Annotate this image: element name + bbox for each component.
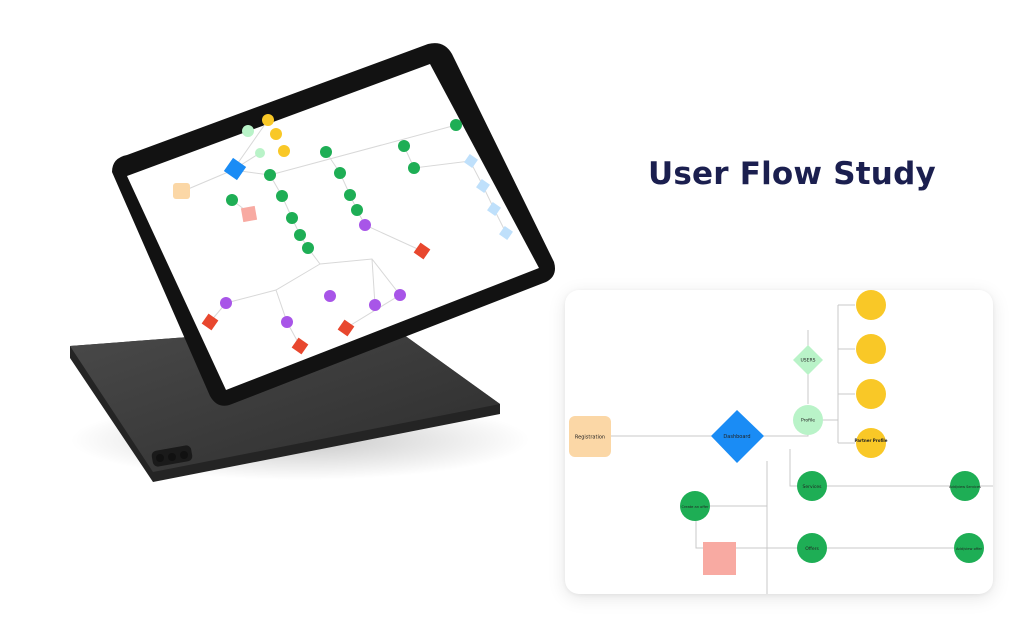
mini-node	[262, 114, 274, 126]
mini-node	[276, 190, 288, 202]
flow-diagram-card: Registration Dashboard USERS Profile Par…	[565, 290, 993, 594]
mini-node	[264, 169, 276, 181]
profile-label: Profile	[801, 418, 815, 424]
add-view-services-label: Add/view Services	[949, 485, 981, 489]
mini-red-diamond	[413, 242, 431, 260]
flow-node-profile: Profile	[793, 405, 823, 435]
mini-red-diamond	[291, 337, 309, 355]
mini-node	[344, 189, 356, 201]
mini-node	[450, 119, 462, 131]
mini-node	[278, 145, 290, 157]
mini-node	[270, 128, 282, 140]
mini-red-diamond	[337, 319, 355, 337]
services-label: Services	[803, 484, 823, 490]
mini-node	[320, 146, 332, 158]
flow-node-add-view-offer: Add/view offer	[954, 533, 984, 563]
flow-yellow-nodes: Partner Profile	[854, 290, 888, 458]
create-offer-label: Create an offer	[681, 505, 709, 509]
flow-node-yellow	[856, 290, 886, 320]
mini-node	[281, 316, 293, 328]
flow-node-create-offer: Create an offer	[680, 491, 710, 521]
partner-profile-label: Partner Profile	[854, 438, 887, 443]
mini-node	[302, 242, 314, 254]
flow-node-services: Services	[797, 471, 827, 501]
dashboard-label: Dashboard	[723, 434, 750, 440]
mini-blue-diamond	[476, 179, 490, 193]
mini-registration-box	[173, 183, 190, 199]
flow-node-partner-profile	[856, 428, 886, 458]
mini-node	[220, 297, 232, 309]
tablet-device	[112, 43, 555, 406]
add-view-offer-label: Add/view offer	[956, 547, 982, 551]
offers-label: Offers	[805, 546, 819, 552]
mini-pink-box	[240, 205, 258, 223]
mini-blue-diamond	[464, 154, 478, 168]
mini-node	[286, 212, 298, 224]
flow-node-pink-box	[703, 542, 736, 575]
mini-blue-diamond	[499, 226, 513, 240]
mini-node	[255, 148, 265, 158]
mini-red-diamond	[201, 313, 219, 331]
flow-node-offers: Offers	[797, 533, 827, 563]
tablet-screen-nodes	[173, 114, 513, 355]
flow-node-yellow	[856, 334, 886, 364]
mini-node	[351, 204, 363, 216]
users-label: USERS	[801, 358, 816, 364]
mini-node	[359, 219, 371, 231]
mini-node	[334, 167, 346, 179]
mini-node	[294, 229, 306, 241]
flow-node-dashboard: Dashboard	[711, 410, 764, 463]
mini-node	[324, 290, 336, 302]
flow-node-registration: Registration	[569, 416, 611, 457]
mini-node	[226, 194, 238, 206]
page-title: User Flow Study	[648, 156, 936, 192]
tablet-stand	[70, 322, 500, 482]
mini-dashboard-diamond	[223, 157, 247, 181]
flow-diagram: Registration Dashboard USERS Profile Par…	[569, 290, 993, 594]
mini-node	[398, 140, 410, 152]
mini-node	[394, 289, 406, 301]
registration-label: Registration	[575, 435, 605, 441]
mini-node	[408, 162, 420, 174]
mini-blue-diamond	[487, 202, 501, 216]
mini-node	[242, 125, 254, 137]
mini-node	[369, 299, 381, 311]
flow-node-users: USERS	[793, 345, 823, 375]
flow-node-yellow	[856, 379, 886, 409]
flow-node-add-view-services: Add/view Services	[949, 471, 981, 501]
